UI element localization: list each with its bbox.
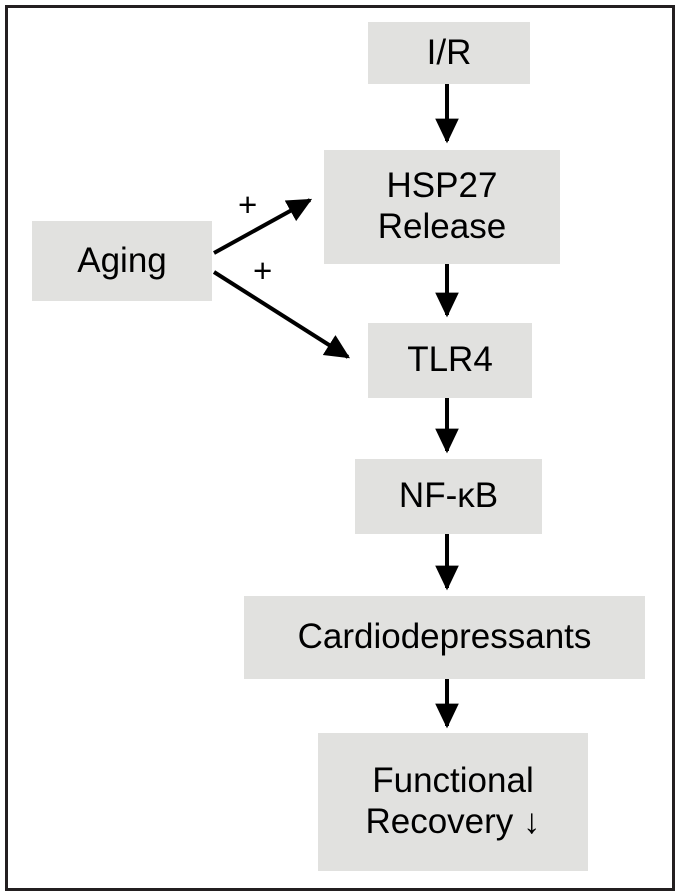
- node-ir: I/R: [368, 22, 530, 84]
- arrow-aging-to-tlr4: [212, 270, 351, 359]
- edge-label-aging-to-tlr4-plus: +: [253, 252, 273, 289]
- node-hsp27-release: HSP27 Release: [324, 150, 560, 264]
- node-nf-kappa-b: NF-κB: [355, 459, 542, 534]
- node-cardiodepressants: Cardiodepressants: [244, 596, 645, 679]
- arrow-aging-to-hsp27: [213, 198, 313, 255]
- node-tlr4: TLR4: [368, 323, 532, 398]
- edge-label-aging-to-hsp27-plus: +: [238, 186, 258, 223]
- node-aging: Aging: [32, 221, 212, 301]
- node-functional-recovery: Functional Recovery ↓: [318, 733, 588, 871]
